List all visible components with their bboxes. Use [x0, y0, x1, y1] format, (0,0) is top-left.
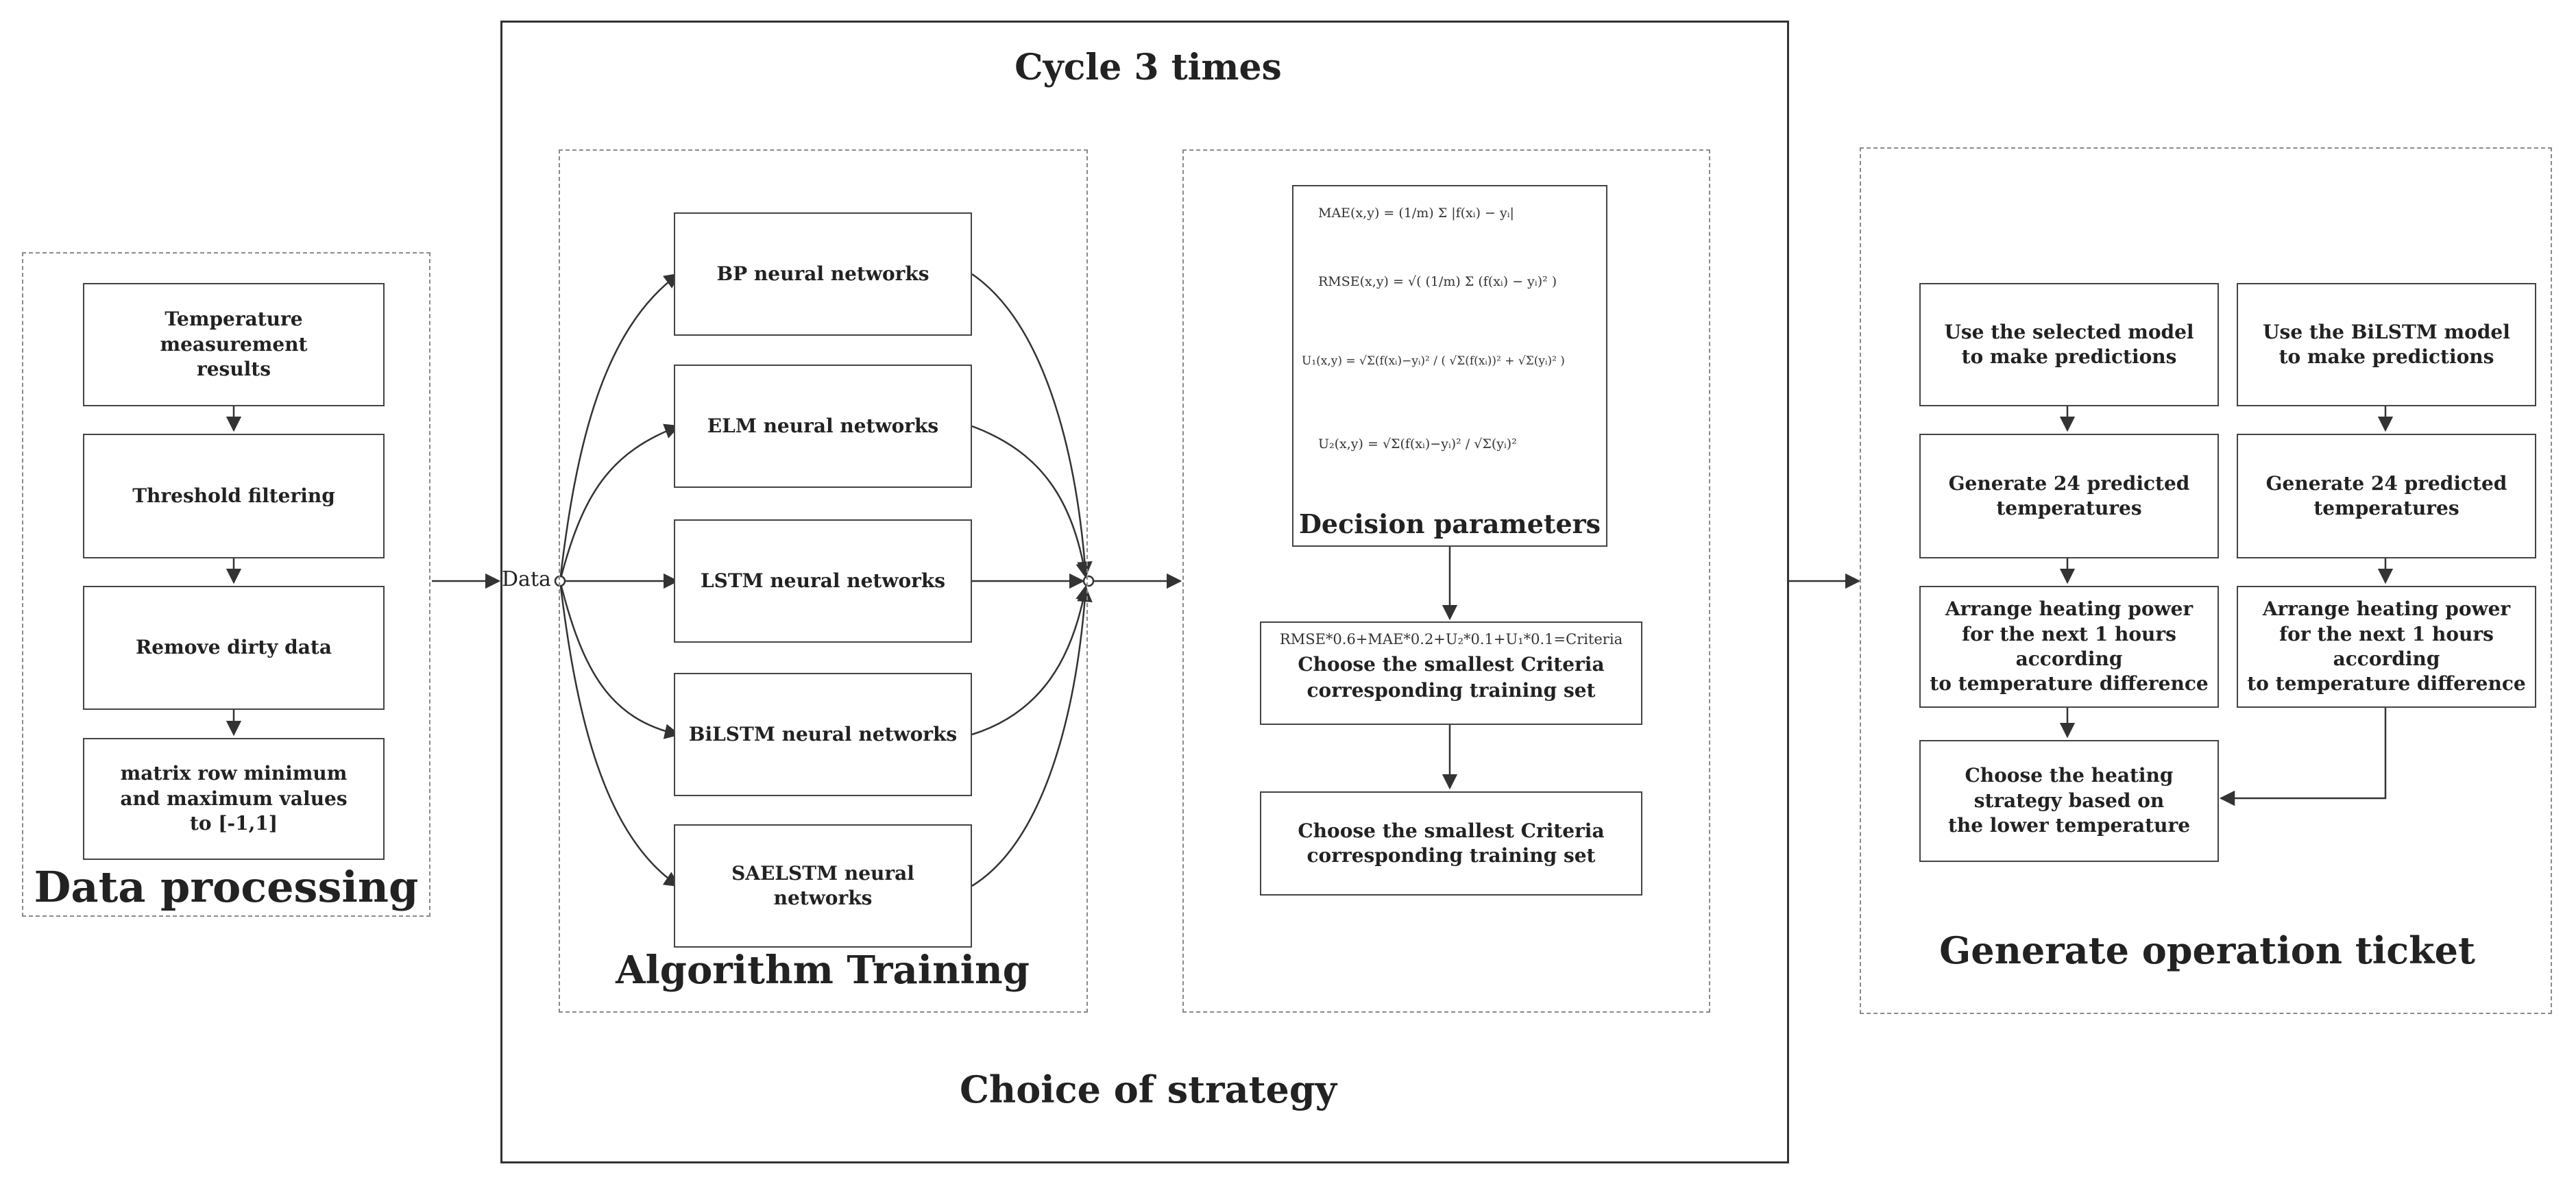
model-saelstm: SAELSTM neural networks	[674, 824, 972, 948]
dp-step-threshold: Threshold filtering	[83, 434, 385, 558]
model-bilstm: BiLSTM neural networks	[674, 673, 972, 796]
dp-step-normalize-label: matrix row minimum and maximum values to…	[120, 762, 348, 835]
model-lstm-label: LSTM neural networks	[700, 569, 946, 592]
decision-parameters-title: Decision parameters	[1298, 508, 1601, 539]
data-input-label: Data	[502, 567, 551, 591]
dp-step-normalize: matrix row minimum and maximum values to…	[83, 738, 385, 860]
ticket-left-step-3-label: Arrange heating power for the next 1 hou…	[1930, 597, 2209, 695]
formula-mae: MAE(x,y) = (1/m) Σ |f(xᵢ) − yᵢ|	[1318, 206, 1514, 221]
dp-step-temperature: Temperature measurement results	[83, 283, 385, 406]
formula-u2: U₂(x,y) = √Σ(f(xᵢ)−yᵢ)² / √Σ(yᵢ)²	[1318, 436, 1517, 452]
dp-step-remove-dirty-label: Remove dirty data	[136, 636, 332, 659]
ticket-right-step-2-label: Generate 24 predicted temperatures	[2265, 471, 2507, 519]
ticket-left-step-1: Use the selected model to make predictio…	[1919, 283, 2219, 406]
decision-parameters-box: MAE(x,y) = (1/m) Σ |f(xᵢ) − yᵢ| RMSE(x,y…	[1292, 185, 1607, 547]
data-processing-title: Data processing	[34, 862, 419, 912]
ticket-left-step-4: Choose the heating strategy based on the…	[1919, 740, 2219, 862]
choose-training-set-label: Choose the smallest Criteria correspondi…	[1298, 819, 1605, 867]
formula-rmse: RMSE(x,y) = √( (1/m) Σ (f(xᵢ) − yᵢ)² )	[1318, 274, 1557, 289]
model-bp-label: BP neural networks	[716, 262, 929, 285]
data-processing-group	[22, 252, 430, 917]
ticket-left-step-1-label: Use the selected model to make predictio…	[1944, 320, 2194, 368]
arrow-data-bilstm	[559, 580, 681, 739]
dp-step-threshold-label: Threshold filtering	[132, 484, 335, 507]
criteria-choose-label: Choose the smallest Criteria correspondi…	[1298, 653, 1605, 702]
decision-group	[1182, 149, 1710, 1013]
algorithm-training-title: Algorithm Training	[616, 948, 1030, 993]
strategy-frame	[500, 21, 1789, 1163]
dp-step-temperature-label: Temperature measurement results	[160, 308, 308, 381]
model-lstm: LSTM neural networks	[674, 519, 972, 643]
operation-ticket-group	[1860, 147, 2552, 1014]
ticket-left-step-2-label: Generate 24 predicted temperatures	[1948, 471, 2190, 519]
merge-node	[1082, 575, 1095, 587]
arrow-saelstm-merge	[971, 586, 1093, 887]
model-saelstm-label: SAELSTM neural networks	[731, 861, 914, 909]
ticket-right-step-3-label: Arrange heating power for the next 1 hou…	[2247, 597, 2526, 695]
arrow-data-elm	[559, 423, 681, 582]
model-bp: BP neural networks	[674, 212, 972, 336]
model-elm: ELM neural networks	[674, 365, 972, 488]
ticket-right-step-3: Arrange heating power for the next 1 hou…	[2237, 586, 2536, 708]
arrow-right-to-strategy	[2219, 708, 2387, 806]
arrow-data-bp	[559, 273, 680, 582]
algorithm-training-group	[559, 149, 1088, 1013]
criteria-box: RMSE*0.6+MAE*0.2+U₂*0.1+U₁*0.1=Criteria …	[1260, 621, 1642, 725]
strategy-title: Choice of strategy	[959, 1068, 1337, 1111]
dp-step-remove-dirty: Remove dirty data	[83, 586, 385, 710]
ticket-right-step-2: Generate 24 predicted temperatures	[2237, 434, 2536, 558]
arrow-bilstm-merge	[971, 584, 1091, 736]
criteria-equation: RMSE*0.6+MAE*0.2+U₂*0.1+U₁*0.1=Criteria	[1279, 631, 1623, 648]
arrow-bp-merge	[971, 273, 1093, 578]
data-node	[554, 575, 566, 587]
arrow-elm-merge	[971, 425, 1091, 579]
ticket-right-step-1: Use the BiLSTM model to make predictions	[2237, 283, 2536, 406]
ticket-left-step-3: Arrange heating power for the next 1 hou…	[1919, 586, 2219, 708]
choose-training-set-box: Choose the smallest Criteria correspondi…	[1260, 791, 1642, 896]
model-bilstm-label: BiLSTM neural networks	[688, 722, 958, 745]
formula-u1: U₁(x,y) = √Σ(f(xᵢ)−yᵢ)² / ( √Σ(f(xᵢ))² +…	[1302, 354, 1565, 368]
ticket-left-step-2: Generate 24 predicted temperatures	[1919, 434, 2219, 558]
model-elm-label: ELM neural networks	[707, 414, 939, 437]
operation-ticket-title: Generate operation ticket	[1939, 928, 2475, 972]
cycle-label: Cycle 3 times	[1014, 47, 1282, 88]
ticket-left-step-4-label: Choose the heating strategy based on the…	[1947, 764, 2191, 837]
arrow-data-saelstm	[559, 580, 680, 887]
ticket-right-step-1-label: Use the BiLSTM model to make predictions	[2263, 320, 2510, 368]
